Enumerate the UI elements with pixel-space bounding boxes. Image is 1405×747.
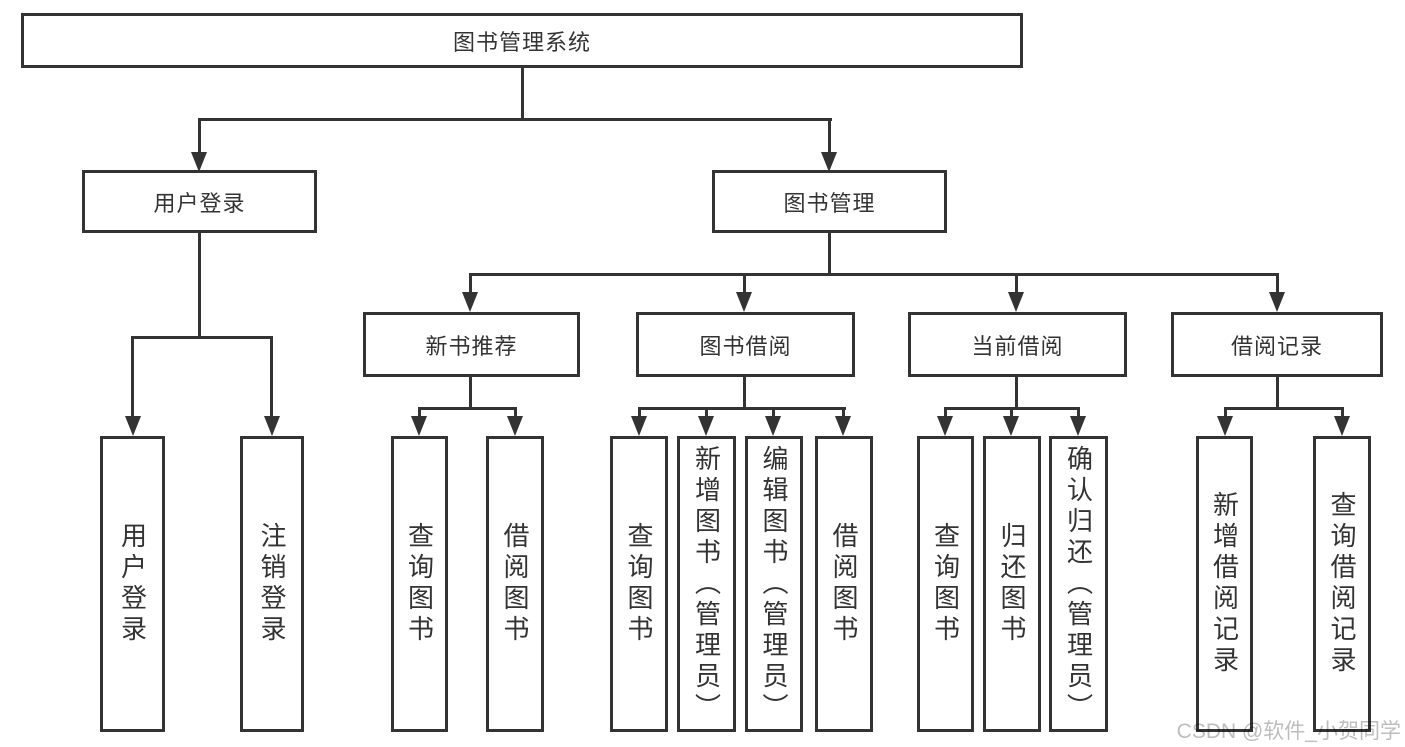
leaf-user-login: 用户登录 [100,436,165,732]
leaf-bb-add-books-admin: 新增图书（管理员） [677,436,736,732]
connector-nb-stem [469,377,472,410]
arrow-down [125,416,141,436]
arrow-down [264,416,280,436]
connector-l3-stem [1015,273,1018,295]
connector-leaf-stem [705,407,708,418]
connector-leaf-stem [418,407,421,418]
leaf-logout-login: 注销登录 [240,436,304,732]
connector-leaf-stem [1077,407,1080,418]
connector-mgmt-branch-stem [828,233,831,276]
connector-leaf-stem [270,336,273,418]
connector-level2-hline [198,118,832,121]
leaf-bb-edit-books-admin: 编辑图书（管理员） [745,436,803,732]
connector-book-mgmt-stem [828,118,831,154]
connector-bb-hline [638,407,846,410]
arrow-down [835,416,851,436]
arrow-down [1070,416,1086,436]
connector-leaf-stem [772,407,775,418]
node-current-borrow: 当前借阅 [908,312,1127,377]
arrow-down [462,292,478,312]
arrow-down [1334,416,1350,436]
connector-l3-stem [469,273,472,295]
node-user-login: 用户登录 [82,170,317,233]
arrow-down [937,416,953,436]
leaf-br-add-record: 新增借阅记录 [1196,436,1253,732]
arrow-down [1217,416,1233,436]
connector-leaf-stem [1224,407,1227,418]
node-root: 图书管理系统 [21,13,1023,68]
leaf-cb-return-books: 归还图书 [983,436,1041,732]
connector-nb-hline [418,407,517,410]
arrow-down [191,152,207,172]
connector-br-stem [1276,377,1279,410]
arrow-down [1003,416,1019,436]
leaf-cb-confirm-return-admin: 确认归还（管理员） [1049,436,1108,732]
connector-br-hline [1224,407,1344,410]
leaf-cb-query-books: 查询图书 [917,436,974,732]
connector-bb-stem [743,377,746,410]
leaf-nb-borrow-books: 借阅图书 [486,436,544,732]
leaf-bb-borrow-books: 借阅图书 [815,436,873,732]
arrow-down [411,416,427,436]
csdn-watermark: CSDN @软件_小贺同学 [1176,720,1401,743]
connector-leaf-stem [514,407,517,418]
connector-login-branch-stem [198,233,201,339]
connector-leaf-stem [842,407,845,418]
leaf-br-query-record: 查询借阅记录 [1313,436,1371,732]
arrow-down [1269,292,1285,312]
arrow-down [821,152,837,172]
node-book-borrow: 图书借阅 [636,312,855,377]
arrow-down [698,416,714,436]
connector-leaf-stem [131,336,134,418]
arrow-down [765,416,781,436]
connector-leaf-stem [1341,407,1344,418]
node-new-book-recommend: 新书推荐 [363,312,580,377]
connector-cb-stem [1015,377,1018,410]
leaf-bb-query-books: 查询图书 [610,436,668,732]
arrow-down [507,416,523,436]
arrow-down [631,416,647,436]
connector-level3-hline [469,273,1279,276]
connector-root-stem [521,68,524,121]
connector-login-branch-hline [132,336,273,339]
connector-leaf-stem [1010,407,1013,418]
connector-l3-stem [743,273,746,295]
connector-leaf-stem [944,407,947,418]
connector-leaf-stem [638,407,641,418]
connector-user-login-stem [198,118,201,154]
leaf-nb-query-books: 查询图书 [391,436,448,732]
arrow-down [1008,292,1024,312]
node-book-management: 图书管理 [712,170,947,233]
connector-l3-stem [1276,273,1279,295]
node-borrow-records: 借阅记录 [1171,312,1383,377]
arrow-down [736,292,752,312]
